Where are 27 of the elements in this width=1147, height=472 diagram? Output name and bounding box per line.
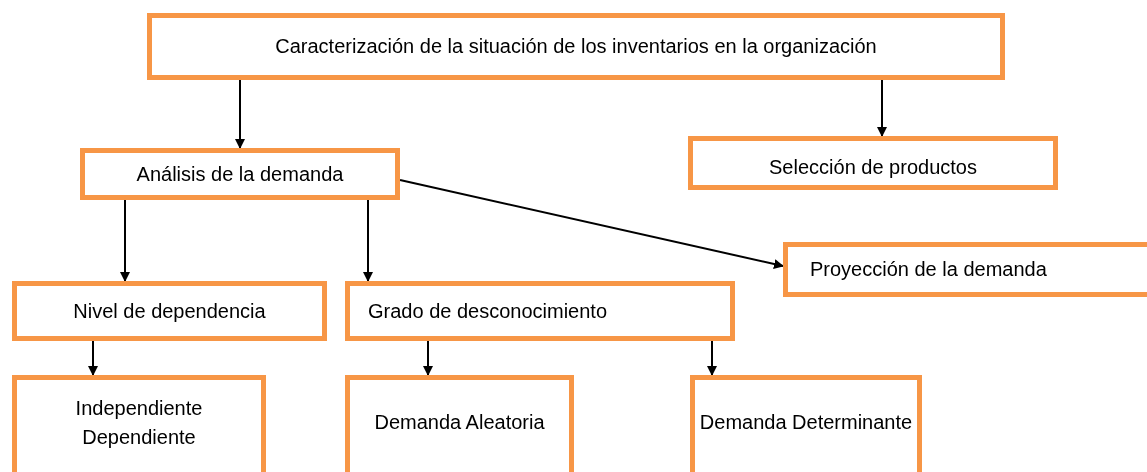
box-label: Grado de desconocimiento (368, 298, 608, 324)
process-box (12, 281, 327, 341)
arrow (423, 340, 433, 376)
arrow (399, 179, 784, 269)
arrow (707, 340, 717, 376)
process-box (12, 375, 266, 472)
process-box (345, 375, 574, 472)
box-label: Dependiente (82, 424, 196, 450)
arrow (120, 199, 130, 282)
arrow (877, 79, 887, 137)
process-box (80, 148, 400, 200)
process-box (783, 242, 1147, 297)
box-label: Demanda Determinante (699, 410, 913, 435)
process-box (688, 136, 1058, 190)
box-label: Demanda Aleatoria (374, 410, 545, 435)
box-label: Nivel de dependencia (73, 298, 266, 324)
process-box (690, 375, 922, 472)
arrow (363, 199, 373, 282)
box-label: Caracterización de la situación de los inventarios en la organización (275, 34, 877, 59)
box-label: Análisis de la demanda (136, 161, 344, 187)
box-label: Selección de productos (769, 154, 977, 180)
process-box (345, 281, 735, 341)
process-box (147, 13, 1005, 80)
box-label: Independiente (75, 395, 203, 421)
arrow (235, 79, 245, 149)
box-label: Proyección de la demanda (810, 257, 1047, 282)
arrow (88, 340, 98, 376)
